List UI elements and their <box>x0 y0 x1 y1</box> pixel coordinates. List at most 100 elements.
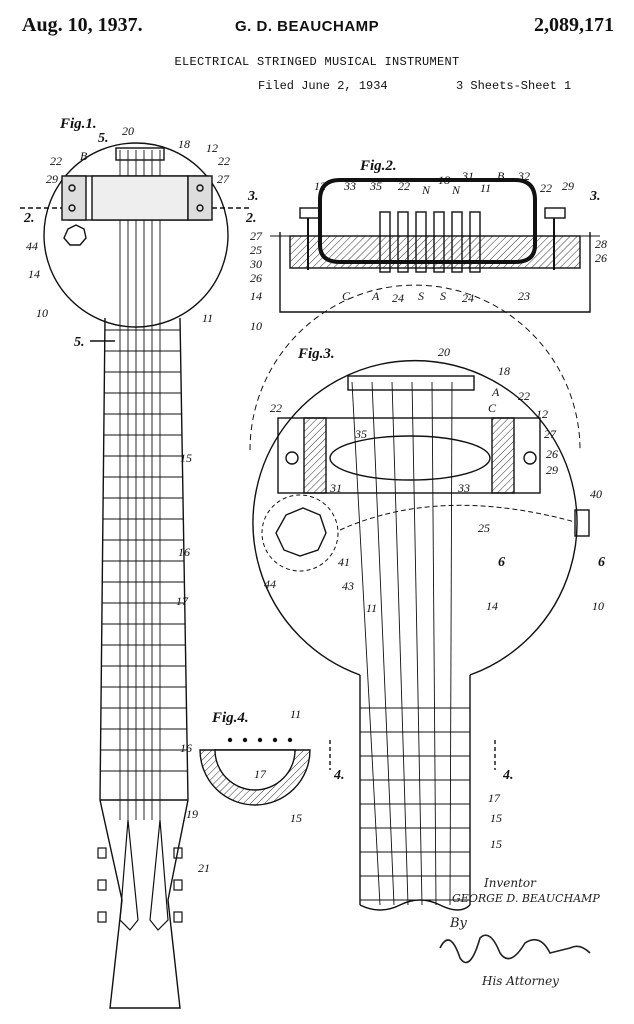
ref-15: 15 <box>490 837 502 851</box>
figure-1 <box>20 142 250 1009</box>
fig2-title: Fig.2. <box>359 158 397 174</box>
fig3-string <box>371 381 395 906</box>
ref-12: 12 <box>206 141 218 155</box>
fig2-housing <box>279 232 591 313</box>
ref-S: S <box>440 289 446 303</box>
signature-by: By <box>450 916 467 931</box>
fig3-string <box>351 381 381 906</box>
figure-4 <box>199 737 496 806</box>
ref-11: 11 <box>202 311 213 325</box>
ref-22: 22 <box>50 154 62 168</box>
fig3-strings <box>351 381 453 906</box>
fig1-tuning-pegs <box>97 819 183 931</box>
ref-29: 29 <box>46 172 58 186</box>
ref-27: 27 <box>250 229 263 243</box>
ref-20: 20 <box>438 345 450 359</box>
ref-22: 22 <box>270 401 282 415</box>
ref-14: 14 <box>486 599 498 613</box>
section-mark: 6 <box>598 555 605 570</box>
ref-11: 11 <box>480 181 491 195</box>
section-mark: 3. <box>589 189 601 204</box>
ref-B: B <box>80 149 88 163</box>
fig4-string-dot <box>287 737 293 743</box>
fig4-string-dot <box>257 737 263 743</box>
attorney-caption: His Attorney <box>482 974 559 988</box>
ref-41: 41 <box>338 555 350 569</box>
fig3-frets <box>360 707 470 901</box>
fig3-string <box>431 381 437 906</box>
ref-20: 20 <box>122 124 134 138</box>
fig3-knob-cavity <box>261 494 339 572</box>
ref-25: 25 <box>478 521 490 535</box>
fig3-left-block <box>303 417 327 494</box>
fig3-bridge <box>347 375 475 391</box>
ref-40: 40 <box>590 487 602 501</box>
ref-17: 17 <box>176 594 189 608</box>
ref-21: 21 <box>198 861 210 875</box>
attorney-signature-icon <box>439 934 591 964</box>
fig2-screws <box>307 218 555 270</box>
ref-22: 22 <box>540 181 552 195</box>
fig1-strings <box>119 150 161 820</box>
ref-27: 27 <box>544 427 557 441</box>
fig3-screw <box>285 451 299 465</box>
ref-33: 33 <box>343 179 356 193</box>
ref-26: 26 <box>250 271 262 285</box>
fig2-screw-head <box>544 207 566 219</box>
section-mark: 2. <box>245 211 257 226</box>
ref-18: 18 <box>498 364 510 378</box>
ref-10: 10 <box>592 599 604 613</box>
ref-A: A <box>491 385 500 399</box>
ref-18: 18 <box>438 173 450 187</box>
sheet-count: 3 Sheets-Sheet 1 <box>456 79 572 93</box>
section-mark: 4. <box>502 768 514 783</box>
ref-16: 16 <box>178 545 190 559</box>
reference-numerals: 20 18 12 22 22 B 29 27 44 14 10 11 15 16… <box>26 124 607 875</box>
fig1-pickup-magnet <box>91 175 189 221</box>
ref-35: 35 <box>354 427 367 441</box>
ref-24: 24 <box>462 291 474 305</box>
ref-26: 26 <box>546 447 558 461</box>
ref-N: N <box>421 183 431 197</box>
section-mark: 5. <box>74 335 85 350</box>
ref-22: 22 <box>218 154 230 168</box>
patent-title: ELECTRICAL STRINGED MUSICAL INSTRUMENT <box>174 55 460 69</box>
ref-22: 22 <box>518 389 530 403</box>
ref-33: 33 <box>457 481 470 495</box>
ref-35: 35 <box>369 179 382 193</box>
ref-26: 26 <box>595 251 607 265</box>
ref-28: 28 <box>595 237 607 251</box>
ref-32: 32 <box>517 169 530 183</box>
fig3-wire-path <box>339 504 576 531</box>
figure-3 <box>249 284 590 911</box>
fig4-string-dot <box>227 737 233 743</box>
ref-15: 15 <box>180 451 192 465</box>
signature-inventor-name: GEORGE D. BEAUCHAMP <box>452 892 600 905</box>
ref-17: 17 <box>254 767 267 781</box>
ref-15: 15 <box>290 811 302 825</box>
fig1-neck-outline <box>99 317 189 1009</box>
ref-14: 14 <box>250 289 262 303</box>
ref-N: N <box>451 183 461 197</box>
ref-11: 11 <box>290 707 301 721</box>
fig3-neck-sides <box>359 675 471 905</box>
fig2-horseshoe-magnet <box>318 178 537 264</box>
fig4-title: Fig.4. <box>211 710 249 726</box>
fig4-neck-core <box>214 749 296 791</box>
ref-16: 16 <box>180 741 192 755</box>
section-mark: 5. <box>98 131 109 146</box>
ref-S: S <box>418 289 424 303</box>
fig2-pole-pieces <box>379 211 481 273</box>
ref-11: 11 <box>366 601 377 615</box>
ref-10: 10 <box>36 306 48 320</box>
fig1-frets <box>100 329 188 772</box>
section-mark: 4. <box>333 768 345 783</box>
ref-22: 22 <box>398 179 410 193</box>
section-mark: 3. <box>247 189 259 204</box>
ref-44: 44 <box>26 239 38 253</box>
ref-23: 23 <box>518 289 530 303</box>
ref-30: 30 <box>249 257 262 271</box>
ref-31: 31 <box>329 481 342 495</box>
fig1-control-knob <box>63 224 87 246</box>
